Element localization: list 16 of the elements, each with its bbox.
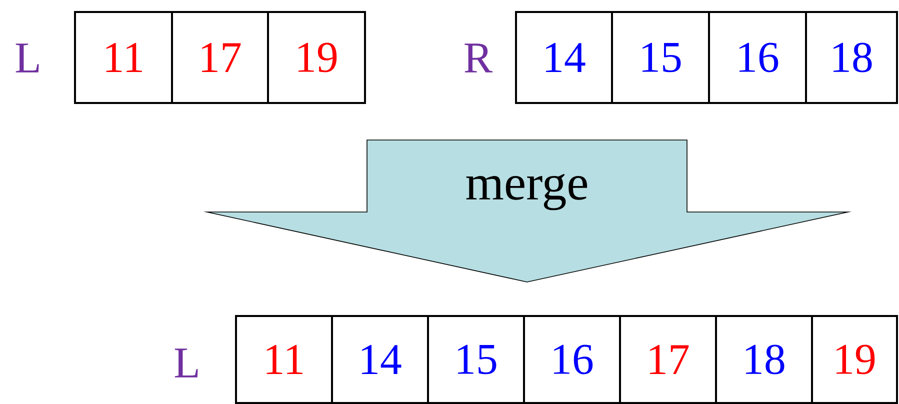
number-cell: 16 (708, 11, 807, 104)
number-cell: 16 (523, 315, 621, 404)
number-cell: 17 (619, 315, 717, 404)
array-name: R (464, 44, 493, 72)
number-cell: 11 (74, 11, 173, 104)
number-cell: 18 (715, 315, 813, 404)
number-cell: 18 (805, 11, 898, 104)
number-cell: 15 (611, 11, 710, 104)
number-cell: 14 (515, 11, 613, 104)
number-cell: 15 (427, 315, 525, 404)
number-cell: 11 (235, 315, 333, 404)
number-cell: 14 (331, 315, 429, 404)
number-cell: 19 (267, 11, 366, 104)
array-name: L (174, 348, 198, 378)
number-cell: 17 (171, 11, 269, 104)
number-cell: 19 (811, 315, 898, 404)
